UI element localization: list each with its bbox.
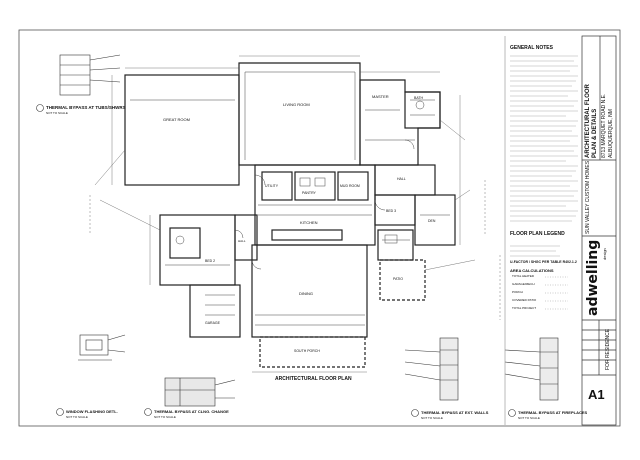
caption-thermal-walls-scale: NOT TO SCALE: [421, 416, 443, 420]
notes-panel: [504, 36, 578, 425]
area-row-total: TOTAL PROJECT: [512, 306, 537, 310]
ufactor-title: U-FACTOR / SHGC PER TABLE R402.1.2: [510, 260, 577, 264]
room-garage: [189, 284, 241, 338]
area-row-porch: PORCH: [512, 290, 523, 294]
label-bed-2: BED 2: [205, 259, 216, 263]
room-great-room: [124, 74, 240, 186]
room-bed-2: [159, 214, 236, 286]
caption-window-flashing-scale: NOT TO SCALE: [66, 415, 88, 419]
area-row-heated: TOTAL HEATED: [512, 274, 535, 278]
label-porch: SOUTH PORCH: [294, 349, 320, 353]
room-living-room: [238, 62, 361, 166]
sheet-title-1: ARCHITECTURAL FLOOR: [585, 84, 591, 158]
room-den: [414, 194, 456, 246]
caption-thermal-tub: THERMAL BYPASS AT TUBS/SHWRS: [46, 105, 126, 110]
kitchen-island: [271, 229, 343, 241]
area-row-patio: COVERED PATIO: [512, 298, 537, 302]
caption-thermal-fireplaces-scale: NOT TO SCALE: [518, 416, 540, 420]
caption-thermal-fireplaces: THERMAL BYPASS AT FIREPLACES: [518, 410, 588, 415]
general-notes-title: GENERAL NOTES: [510, 45, 553, 51]
address-line-1: 8713 MARQUET ROAD N.E.: [601, 93, 607, 158]
area-row-garage: GARAGE/MECH: [512, 282, 535, 286]
label-garage: GARAGE: [205, 321, 220, 325]
area-calc-title: AREA CALCULATIONS: [510, 268, 554, 273]
room-master: [359, 79, 441, 166]
caption-thermal-ceiling-scale: NOT TO SCALE: [154, 415, 176, 419]
detail-thermal-tub: [36, 54, 121, 112]
builder-name: SUN VALLEY CUSTOM HOMES: [585, 160, 591, 234]
label-living-room: LIVING ROOM: [283, 102, 310, 107]
label-hall-2: HALL: [238, 239, 246, 243]
sheet-title-2: PLAN & DETAILS: [592, 108, 598, 158]
detail-thermal-walls: [404, 337, 459, 417]
label-kitchen: KITCHEN: [300, 220, 318, 225]
room-dining: [251, 244, 368, 338]
project-name: FOR RESIDENCE: [605, 328, 611, 370]
detail-thermal-fireplaces: [504, 337, 559, 417]
sheet-border: [18, 29, 621, 427]
label-patio: PATIO: [393, 277, 403, 281]
label-master: MASTER: [372, 94, 389, 99]
label-den: DEN: [428, 219, 436, 223]
caption-window-flashing: WINDOW FLASHING DETL.: [66, 409, 118, 414]
address-line-2: ALBUQUERQUE, NM: [608, 109, 614, 158]
room-bath: [404, 91, 441, 129]
main-floor-plan: [124, 62, 456, 368]
dimension-lines: [89, 55, 501, 373]
caption-thermal-tub-scale: NOT TO SCALE: [46, 111, 68, 115]
room-porch: [259, 336, 366, 368]
room-entry: [234, 214, 258, 261]
caption-thermal-ceiling: THERMAL BYPASS AT CLNG. CHANGE: [154, 409, 229, 414]
label-bath: BATH: [414, 96, 424, 100]
room-bath-2: [377, 229, 414, 261]
caption-thermal-walls: THERMAL BYPASS AT EXT. WALLS: [421, 410, 489, 415]
main-plan-caption: ARCHITECTURAL FLOOR PLAN: [275, 376, 352, 382]
detail-thermal-ceiling: [144, 377, 236, 416]
interior-details: [130, 71, 450, 326]
label-bed-3: BED 3: [386, 209, 397, 213]
label-hall: HALL: [397, 177, 406, 181]
label-pantry: PANTRY: [302, 191, 316, 195]
firm-sub: design: [602, 248, 607, 260]
sheet-number: A1: [588, 387, 605, 402]
room-patio: [379, 259, 426, 301]
label-great-room: GREAT ROOM: [163, 117, 190, 122]
room-utility: [261, 171, 293, 201]
label-utility: UTILITY: [265, 184, 279, 188]
label-dining: DINING: [299, 291, 313, 296]
title-block: [581, 35, 617, 426]
room-pantry: [294, 171, 336, 201]
label-mud-room: MUD ROOM: [340, 184, 360, 188]
firm-logo: adwelling: [585, 239, 601, 316]
room-closet: [169, 227, 201, 259]
floor-plan-legend-title: FLOOR PLAN LEGEND: [510, 231, 565, 237]
detail-window-flashing: [56, 334, 126, 416]
room-mud-room: [337, 171, 369, 201]
